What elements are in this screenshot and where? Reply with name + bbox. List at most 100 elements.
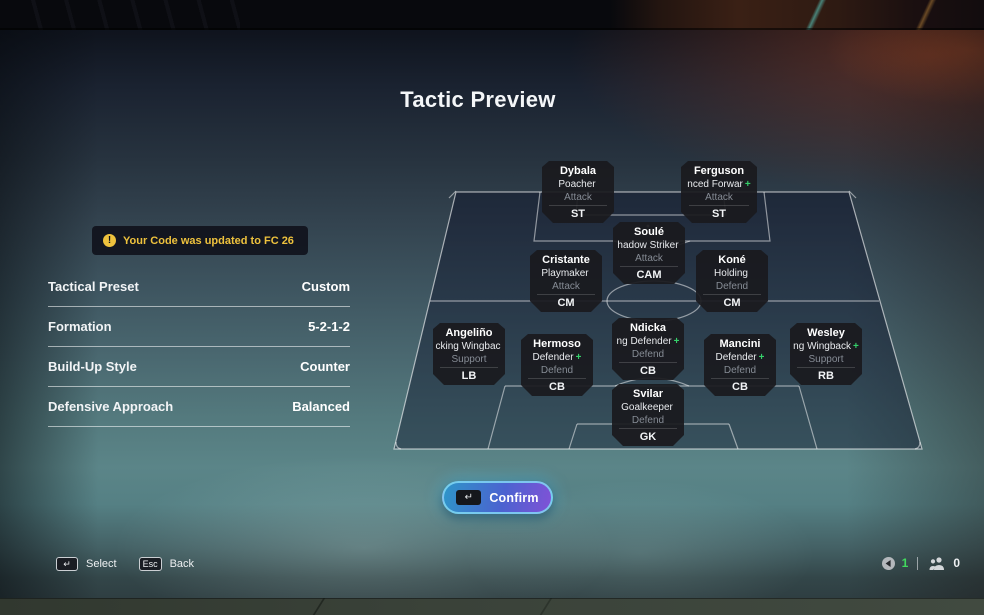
- player-role: nced Forwar+: [687, 178, 750, 191]
- player-focus: Support: [451, 354, 487, 365]
- setting-row-tactical-preset: Tactical Preset Custom: [48, 267, 350, 307]
- role-text: Holding: [714, 268, 748, 279]
- select-hint-label: Select: [86, 558, 117, 570]
- player-card-cristante: Cristante Playmaker Attack CM: [530, 250, 602, 312]
- setting-value: Custom: [301, 279, 350, 294]
- player-name: Angeliño: [445, 327, 493, 339]
- player-card-ndicka: Ndicka ng Defender+ Defend CB: [612, 318, 684, 380]
- player-name: Svilar: [633, 388, 663, 400]
- role-text: cking Wingbac: [435, 341, 501, 352]
- role-text: hadow Striker: [617, 240, 679, 251]
- player-focus: Attack: [635, 253, 663, 264]
- player-role: ng Defender+: [617, 335, 680, 348]
- floor-line: [539, 598, 553, 615]
- player-name: Cristante: [542, 254, 590, 266]
- player-position: GK: [619, 428, 677, 445]
- role-text: Playmaker: [541, 268, 589, 279]
- bottom-decorative-strip: [0, 598, 984, 615]
- role-text: Poacher: [558, 179, 596, 190]
- page-title: Tactic Preview: [400, 87, 556, 112]
- connection-indicator-icon: [881, 556, 895, 570]
- player-card-mancini: Mancini Defender+ Defend CB: [704, 334, 776, 396]
- player-position: ST: [689, 205, 750, 222]
- role-text: ng Wingback: [793, 341, 851, 352]
- status-indicators: 1 0: [881, 554, 960, 572]
- player-focus: Defend: [715, 281, 749, 292]
- tactics-settings-list: Tactical Preset Custom Formation 5-2-1-2…: [48, 267, 350, 427]
- player-focus: Defend: [631, 415, 665, 426]
- player-name: Wesley: [807, 327, 845, 339]
- strip-edge: [0, 598, 984, 599]
- player-focus: Support: [808, 354, 844, 365]
- plus-role-icon: +: [575, 352, 582, 363]
- enter-key-icon: ↵: [56, 557, 78, 571]
- divider: [917, 556, 919, 570]
- player-card-dybala: Dybala Poacher Attack ST: [542, 161, 614, 223]
- teal-streak: [782, 0, 852, 30]
- setting-label: Build-Up Style: [48, 359, 137, 374]
- player-focus: Attack: [552, 281, 580, 292]
- player-focus: Defend: [631, 349, 665, 360]
- role-text: Defender: [715, 352, 757, 363]
- player-position: RB: [797, 367, 855, 384]
- player-card-svilar: Svilar Goalkeeper Defend GK: [612, 384, 684, 446]
- notification-toast: ! Your Code was updated to FC 26: [92, 226, 308, 255]
- player-position: CB: [528, 378, 586, 395]
- player-name: Dybala: [559, 165, 597, 177]
- player-name: Mancini: [719, 338, 761, 350]
- alert-icon: !: [103, 234, 116, 247]
- esc-key-icon: Esc: [138, 557, 162, 571]
- player-position: CB: [711, 378, 769, 395]
- player-card-soule: Soulé hadow Striker Attack CAM: [613, 222, 685, 284]
- player-focus: Attack: [564, 192, 592, 203]
- player-role: ng Wingback+: [793, 340, 859, 353]
- player-card-hermoso: Hermoso Defender+ Defend CB: [521, 334, 593, 396]
- player-role: Holding: [714, 267, 750, 280]
- plus-role-icon: +: [673, 336, 680, 347]
- player-role: Playmaker: [541, 267, 590, 280]
- player-name: Koné: [718, 254, 746, 266]
- role-text: Defender: [532, 352, 574, 363]
- player-focus: Attack: [705, 192, 733, 203]
- plus-role-icon: +: [852, 341, 859, 352]
- setting-row-defensive-approach: Defensive Approach Balanced: [48, 387, 350, 427]
- player-role: Defender+: [716, 351, 765, 364]
- topbar-structure-texture: [10, 0, 240, 30]
- player-role: hadow Striker: [617, 239, 680, 252]
- player-role: Defender+: [533, 351, 582, 364]
- setting-row-formation: Formation 5-2-1-2: [48, 307, 350, 347]
- player-role: cking Wingbac: [435, 340, 502, 353]
- player-name: Hermoso: [533, 338, 581, 350]
- player-name: Ndicka: [629, 322, 667, 334]
- online-count: 1: [901, 556, 909, 570]
- player-name: Soulé: [634, 226, 664, 238]
- setting-value: Balanced: [292, 399, 350, 414]
- player-name: Ferguson: [693, 165, 745, 177]
- floor-line: [312, 598, 326, 615]
- friends-count: 0: [953, 556, 960, 570]
- plus-role-icon: +: [758, 352, 765, 363]
- confirm-label: Confirm: [489, 490, 539, 505]
- player-position: CM: [537, 294, 595, 311]
- player-card-angelino: Angeliño cking Wingbac Support LB: [433, 323, 505, 385]
- player-card-wesley: Wesley ng Wingback+ Support RB: [790, 323, 862, 385]
- player-position: ST: [549, 205, 607, 222]
- topbar-edge: [0, 28, 984, 30]
- confirm-button[interactable]: ↵ Confirm: [442, 481, 553, 514]
- setting-label: Formation: [48, 319, 112, 334]
- role-text: ng Defender: [616, 336, 672, 347]
- player-role: Poacher: [558, 178, 597, 191]
- role-text: nced Forwar: [687, 179, 743, 190]
- setting-row-build-up-style: Build-Up Style Counter: [48, 347, 350, 387]
- player-focus: Defend: [540, 365, 574, 376]
- player-position: CM: [703, 294, 761, 311]
- setting-label: Tactical Preset: [48, 279, 139, 294]
- player-card-ferguson: Ferguson nced Forwar+ Attack ST: [681, 161, 757, 223]
- player-focus: Defend: [723, 365, 757, 376]
- amber-streak: [892, 0, 962, 30]
- setting-value: Counter: [300, 359, 350, 374]
- player-card-kone: Koné Holding Defend CM: [696, 250, 768, 312]
- role-text: Goalkeeper: [621, 402, 673, 413]
- player-position: CAM: [620, 266, 678, 283]
